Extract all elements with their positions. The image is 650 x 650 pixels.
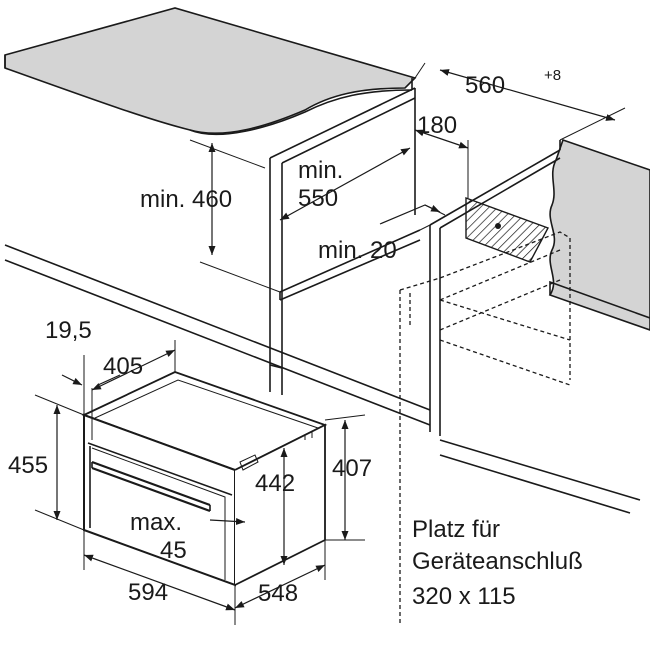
dim-442: 442 (255, 470, 295, 497)
dim-max-45-label: max. (130, 509, 182, 536)
dim-560: 560 (465, 72, 505, 99)
vent-opening (465, 196, 549, 263)
dim-min-460: min. 460 (140, 186, 232, 213)
dim-455: 455 (8, 452, 48, 479)
connection-note-line2: Geräteanschluß (412, 548, 583, 575)
dim-594: 594 (128, 579, 168, 606)
dim-19-5: 19,5 (45, 317, 92, 344)
connection-note-line1: Platz für (412, 516, 500, 543)
worktop (4, 7, 417, 136)
dim-min-550-label: min. (298, 157, 343, 184)
dim-min-550-value: 550 (298, 185, 338, 212)
dim-548: 548 (258, 580, 298, 607)
dim-405: 405 (103, 353, 143, 380)
dim-407: 407 (332, 455, 372, 482)
dim-560-tolerance: +8 (544, 67, 561, 84)
dim-min-20: min. 20 (318, 237, 397, 264)
dimension-lines (34, 62, 626, 625)
connection-note-line3: 320 x 115 (412, 583, 516, 610)
dim-180: 180 (417, 112, 457, 139)
oven (81, 371, 328, 587)
dim-max-45-value: 45 (160, 537, 187, 564)
worktop-right (548, 138, 650, 331)
floor-lines (4, 244, 641, 514)
cabinet-frame (269, 87, 561, 436)
connection-area (399, 231, 571, 625)
